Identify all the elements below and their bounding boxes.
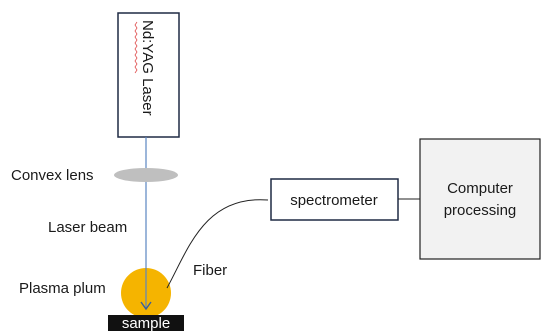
beam-arrowhead [140, 301, 152, 311]
plasma-label: Plasma plum [19, 280, 106, 297]
convex-lens [114, 168, 178, 182]
sample-label: sample [122, 315, 170, 331]
spectrometer-box [270, 178, 399, 221]
laser-label: Nd:YAG Laser [139, 20, 156, 116]
laser-box [117, 12, 180, 138]
fiber-label: Fiber [193, 262, 227, 279]
fiber-cable [166, 199, 269, 289]
computer-label-line2: processing [444, 202, 517, 219]
spellcheck-squiggle-vertical [134, 21, 138, 74]
sample-block [108, 315, 184, 331]
spectrometer-label: spectrometer [290, 192, 378, 209]
computer-label-line1: Computer [447, 180, 513, 197]
computer-box [419, 138, 541, 260]
laser-beam-label: Laser beam [48, 219, 127, 236]
convex-lens-label: Convex lens [11, 167, 94, 184]
